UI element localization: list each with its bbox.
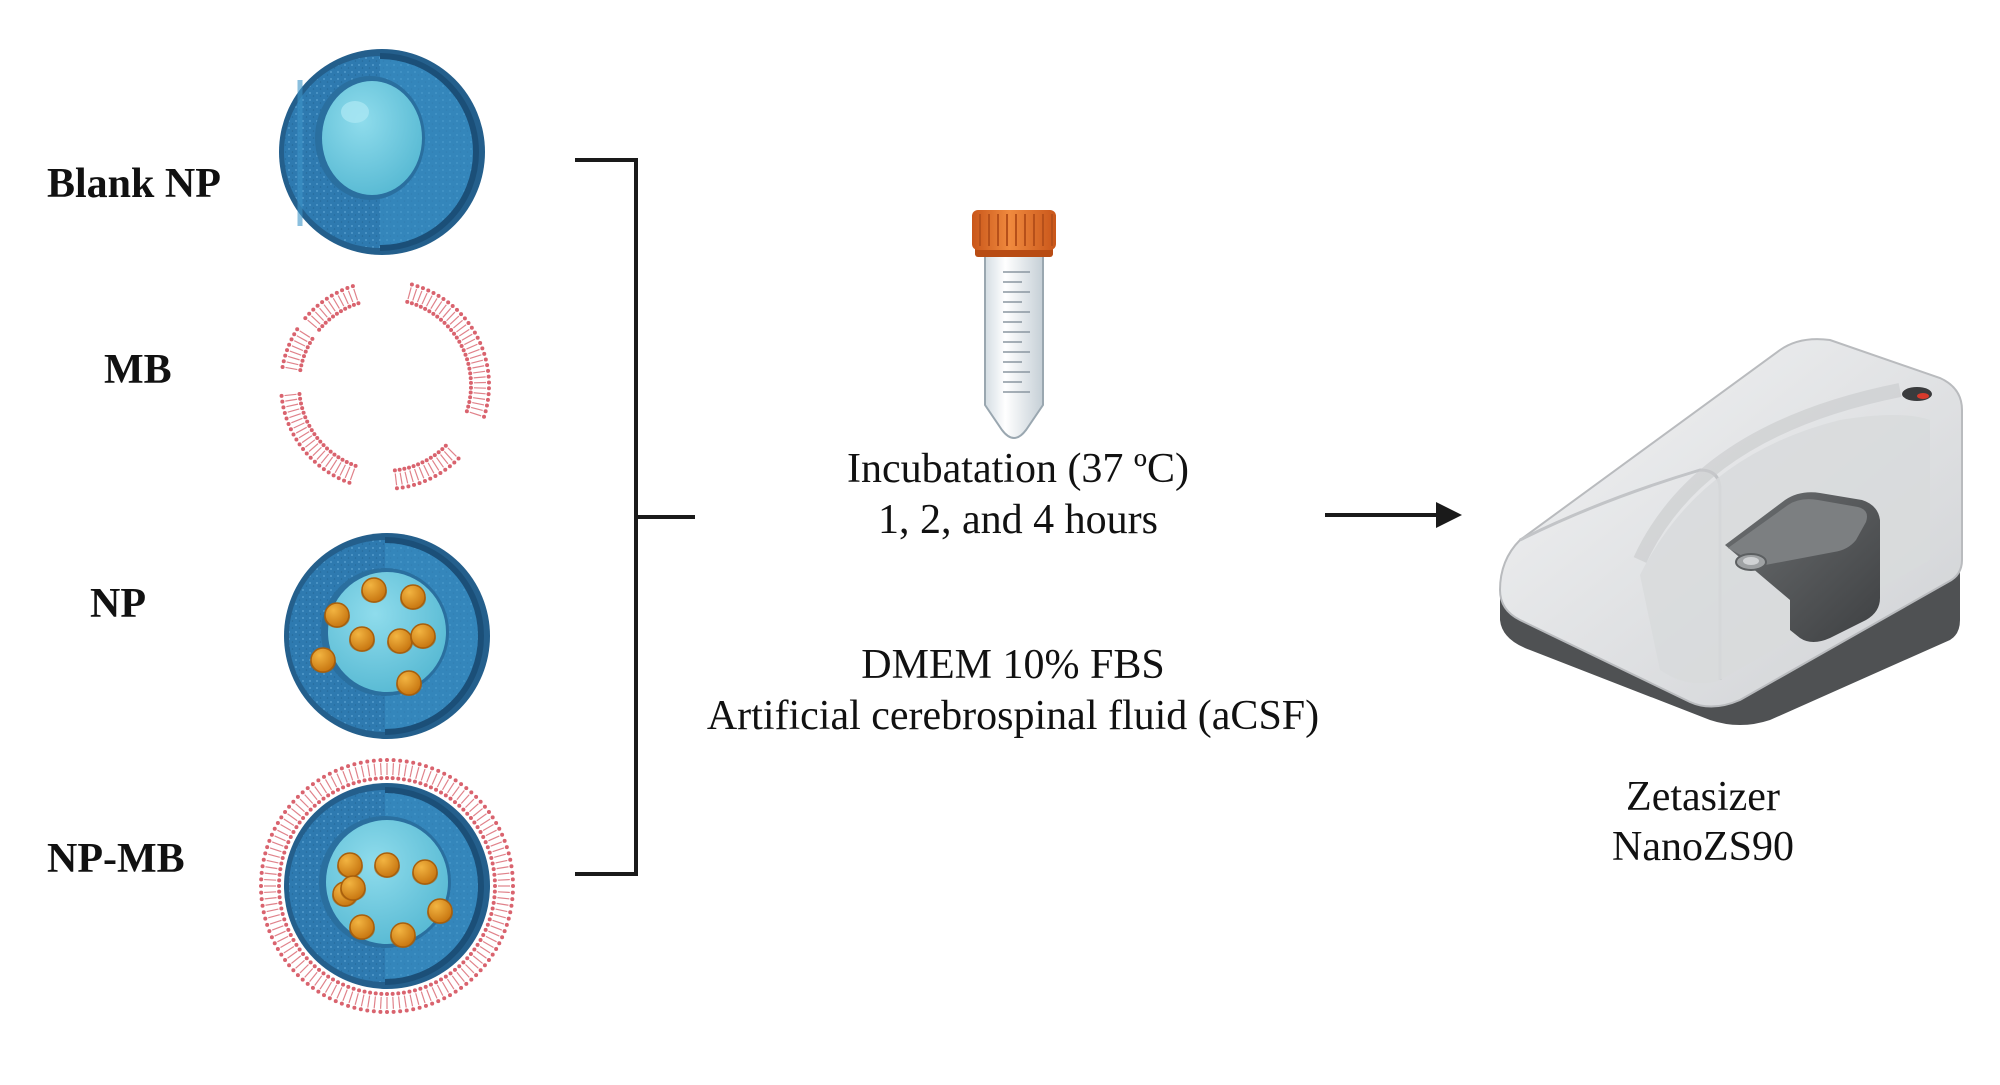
grouping-bracket — [575, 158, 695, 876]
micelle-membrane-icon — [279, 282, 491, 491]
incubation-times-text: 1, 2, and 4 hours — [878, 497, 1158, 543]
drug-particles — [332, 852, 453, 948]
process-arrow — [1325, 502, 1462, 528]
label-mb: MB — [104, 347, 172, 393]
zetasizer-instrument-icon — [1498, 338, 1963, 725]
incubation-text: Incubatation (37 ºC) — [847, 446, 1189, 492]
loaded-nanoparticle-icon — [284, 533, 490, 739]
label-np: NP — [90, 581, 146, 627]
media-text-dmem: DMEM 10% FBS — [861, 642, 1164, 688]
falcon-tube-icon — [972, 210, 1056, 439]
drug-particles — [310, 577, 436, 696]
label-np-mb: NP-MB — [47, 836, 185, 882]
media-text-acsf: Artificial cerebrospinal fluid (aCSF) — [707, 693, 1319, 739]
membrane-coated-nanoparticle-icon — [259, 758, 515, 1014]
label-blank-np: Blank NP — [47, 161, 221, 207]
blank-nanoparticle-icon — [279, 49, 485, 255]
instrument-name: Zetasizer — [1626, 774, 1780, 820]
instrument-model: NanoZS90 — [1612, 824, 1794, 870]
